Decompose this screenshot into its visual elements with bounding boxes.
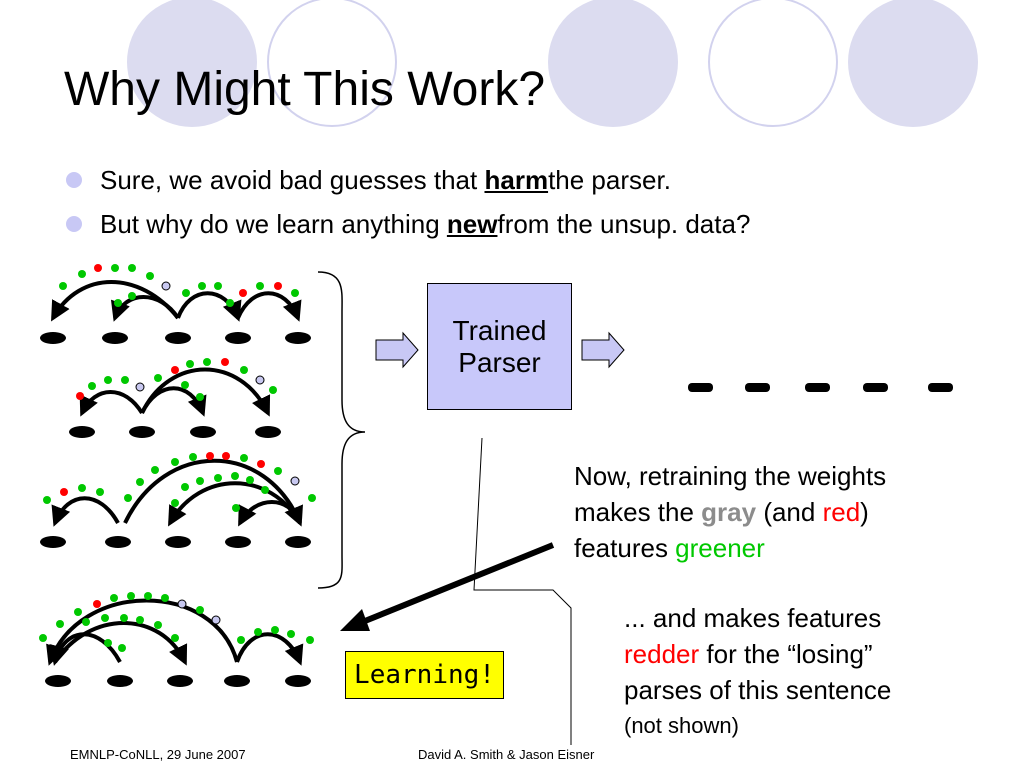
word-token-row xyxy=(40,332,311,344)
bullet-list: Sure, we avoid bad guesses that harm the… xyxy=(66,164,750,252)
parser-box-line: Trained xyxy=(452,314,547,346)
unparsed-sentence xyxy=(688,383,953,392)
bullet-dot-icon xyxy=(66,172,82,188)
note-text: for the “losing” xyxy=(699,639,873,669)
bullet-text-before: Sure, we avoid bad guesses that xyxy=(100,165,478,195)
note-line: redder for the “losing” xyxy=(624,636,891,672)
block-arrow-right-icon xyxy=(375,331,419,369)
bullet-text-before: But why do we learn anything xyxy=(100,209,440,239)
decor-circle xyxy=(548,0,678,127)
trained-parser-box: Trained Parser xyxy=(427,283,572,410)
retraining-note: Now, retraining the weights makes the gr… xyxy=(574,458,886,566)
note-line: makes the gray (and red) xyxy=(574,494,886,530)
parse-tree-3 xyxy=(51,458,303,527)
parse-tree-4 xyxy=(46,598,304,666)
parse-tree-1 xyxy=(51,280,302,322)
slide-title: Why Might This Work? xyxy=(64,63,546,116)
bullet-text-after: from the unsup. data? xyxy=(497,209,751,239)
parse-tree-2 xyxy=(79,367,271,417)
decor-circle xyxy=(848,0,978,127)
brace-icon xyxy=(317,271,366,589)
bullet-emphasis: new xyxy=(446,209,498,239)
block-arrow-right-icon xyxy=(581,331,625,369)
note-line: (not shown) xyxy=(624,713,739,738)
decor-circle xyxy=(708,0,838,127)
green-word: greener xyxy=(675,533,765,563)
note-text: features xyxy=(574,533,676,563)
red-word: redder xyxy=(624,639,700,669)
losing-parses-note: ... and makes features redder for the “l… xyxy=(624,600,891,744)
decor-circle xyxy=(127,0,257,127)
learning-label: Learning! xyxy=(345,651,504,699)
note-line: parses of this sentence xyxy=(624,675,892,705)
red-word: red xyxy=(822,497,861,527)
feature-dots xyxy=(39,592,314,652)
note-line: features greener xyxy=(574,530,886,566)
bullet-item: But why do we learn anything new from th… xyxy=(66,208,750,240)
learning-arrow-head-icon xyxy=(340,609,370,631)
gray-word: gray xyxy=(701,497,757,527)
footer-left: EMNLP-CoNLL, 29 June 2007 xyxy=(70,747,246,762)
footer-right: David A. Smith & Jason Eisner xyxy=(418,747,595,762)
word-token-row xyxy=(45,675,311,687)
bullet-dot-icon xyxy=(66,216,82,232)
decor-circle xyxy=(267,0,397,127)
note-text: makes the xyxy=(574,497,702,527)
bullet-text-after: the parser. xyxy=(548,165,671,195)
feature-dots xyxy=(43,452,316,512)
note-text: ) xyxy=(860,497,869,527)
parser-box-line: Parser xyxy=(458,346,541,378)
note-line: Now, retraining the weights xyxy=(574,461,887,491)
word-token-row xyxy=(40,536,311,548)
learning-arrow-icon xyxy=(358,542,555,626)
bullet-item: Sure, we avoid bad guesses that harm the… xyxy=(66,164,750,196)
feature-dots xyxy=(76,358,277,401)
bullet-emphasis: harm xyxy=(484,165,549,195)
word-token-row xyxy=(69,426,281,438)
note-text: (and xyxy=(756,497,823,527)
note-line: ... and makes features xyxy=(624,603,882,633)
feature-dots xyxy=(59,264,299,307)
callout-connector xyxy=(473,437,572,745)
